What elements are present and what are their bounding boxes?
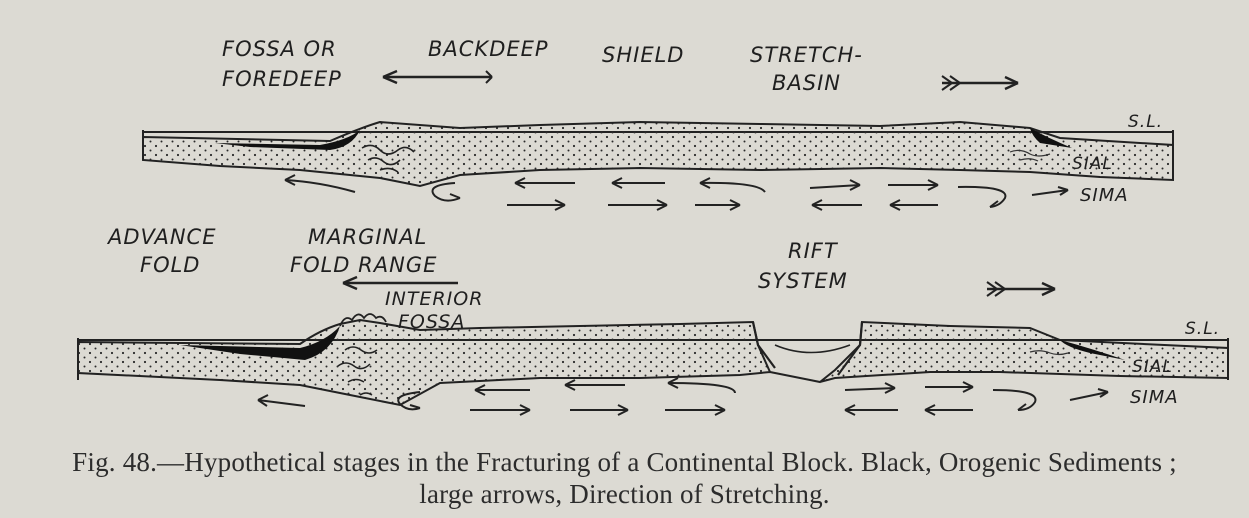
label-interior: INTERIOR — [385, 288, 483, 310]
top-section: FOSSA OR FOREDEEP BACKDEEP SHIELD STRETC… — [143, 37, 1173, 210]
label-shield: SHIELD — [602, 43, 684, 67]
top-backdeep-arrow — [383, 71, 492, 83]
label-basin: BASIN — [772, 71, 841, 95]
label-marginal: MARGINAL — [308, 225, 427, 249]
label-fossa: FOSSA — [398, 311, 465, 333]
label-advance-fold: FOLD — [140, 253, 200, 277]
top-stretch-arrow — [942, 76, 1018, 90]
label-top-sial: SIAL — [1072, 154, 1113, 174]
bottom-rift-arrow — [987, 282, 1055, 296]
figure-caption: Fig. 48.—Hypothetical stages in the Frac… — [0, 446, 1249, 510]
label-fold-range: FOLD RANGE — [290, 253, 437, 277]
label-bottom-sl: S.L. — [1185, 319, 1220, 339]
label-advance: ADVANCE — [106, 225, 216, 249]
label-bottom-sial: SIAL — [1132, 357, 1173, 377]
bottom-sial-crust — [78, 320, 1228, 405]
label-backdeep: BACKDEEP — [428, 37, 549, 61]
label-rift: RIFT — [788, 239, 839, 263]
label-stretch: STRETCH- — [750, 43, 863, 67]
label-system: SYSTEM — [758, 269, 848, 293]
label-bottom-sima: SIMA — [1130, 387, 1179, 408]
label-fossa-or: FOSSA OR — [222, 37, 337, 61]
bottom-section: ADVANCE FOLD MARGINAL FOLD RANGE INTERIO… — [78, 225, 1228, 415]
label-top-sl: S.L. — [1128, 112, 1163, 132]
label-foredeep: FOREDEEP — [222, 67, 342, 91]
label-top-sima: SIMA — [1080, 185, 1129, 206]
